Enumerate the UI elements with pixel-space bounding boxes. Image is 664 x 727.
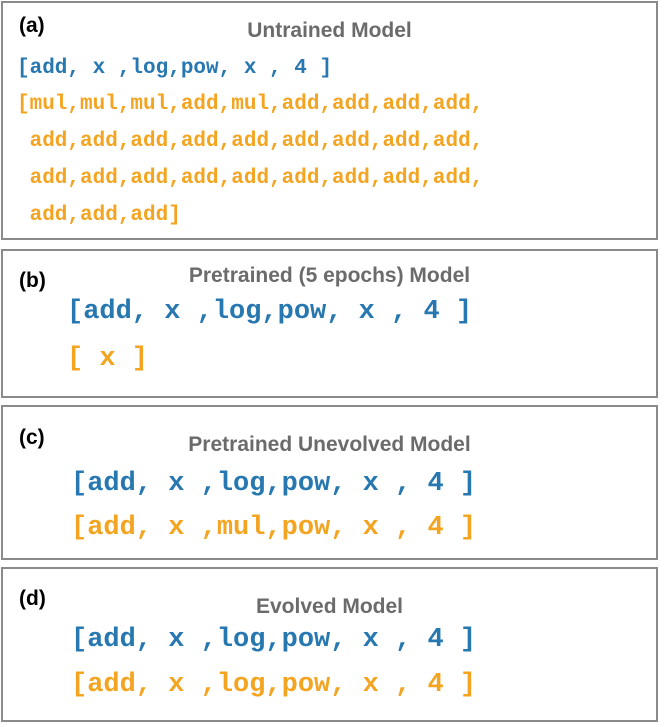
target-sequence: [add, x ,log,pow, x , 4 ] bbox=[17, 57, 333, 80]
panel-label: (a) bbox=[19, 14, 45, 37]
panel-untrained: (a) Untrained Model [add, x ,log,pow, x … bbox=[1, 1, 658, 240]
panel-pretrained-unevolved: (c) Pretrained Unevolved Model [add, x ,… bbox=[1, 405, 658, 560]
output-line-2: add,add,add,add,add,add,add,add,add, bbox=[17, 130, 484, 153]
panel-title: Evolved Model bbox=[255, 595, 404, 618]
output-line-4: add,add,add] bbox=[17, 204, 181, 227]
target-sequence: [add, x ,log,pow, x , 4 ] bbox=[71, 469, 477, 499]
panel-pretrained-5-epochs: (b) Pretrained (5 epochs) Model [add, x … bbox=[1, 249, 658, 398]
target-sequence: [add, x ,log,pow, x , 4 ] bbox=[67, 297, 473, 327]
panel-evolved: (d) Evolved Model [add, x ,log,pow, x , … bbox=[1, 567, 658, 722]
panel-label: (c) bbox=[19, 426, 45, 449]
output-sequence: [add, x ,log,pow, x , 4 ] bbox=[71, 670, 477, 700]
panel-label: (d) bbox=[19, 587, 46, 610]
output-sequence: [ x ] bbox=[67, 344, 149, 374]
panel-label: (b) bbox=[19, 269, 46, 292]
panel-title: Pretrained (5 epochs) Model bbox=[188, 264, 471, 287]
panel-title: Pretrained Unevolved Model bbox=[188, 433, 471, 456]
output-line-3: add,add,add,add,add,add,add,add,add, bbox=[17, 167, 484, 190]
output-sequence: [add, x ,mul,pow, x , 4 ] bbox=[71, 513, 477, 543]
target-sequence: [add, x ,log,pow, x , 4 ] bbox=[71, 625, 477, 655]
output-line-1: [mul,mul,mul,add,mul,add,add,add,add, bbox=[17, 93, 484, 116]
panel-title: Untrained Model bbox=[247, 19, 412, 42]
